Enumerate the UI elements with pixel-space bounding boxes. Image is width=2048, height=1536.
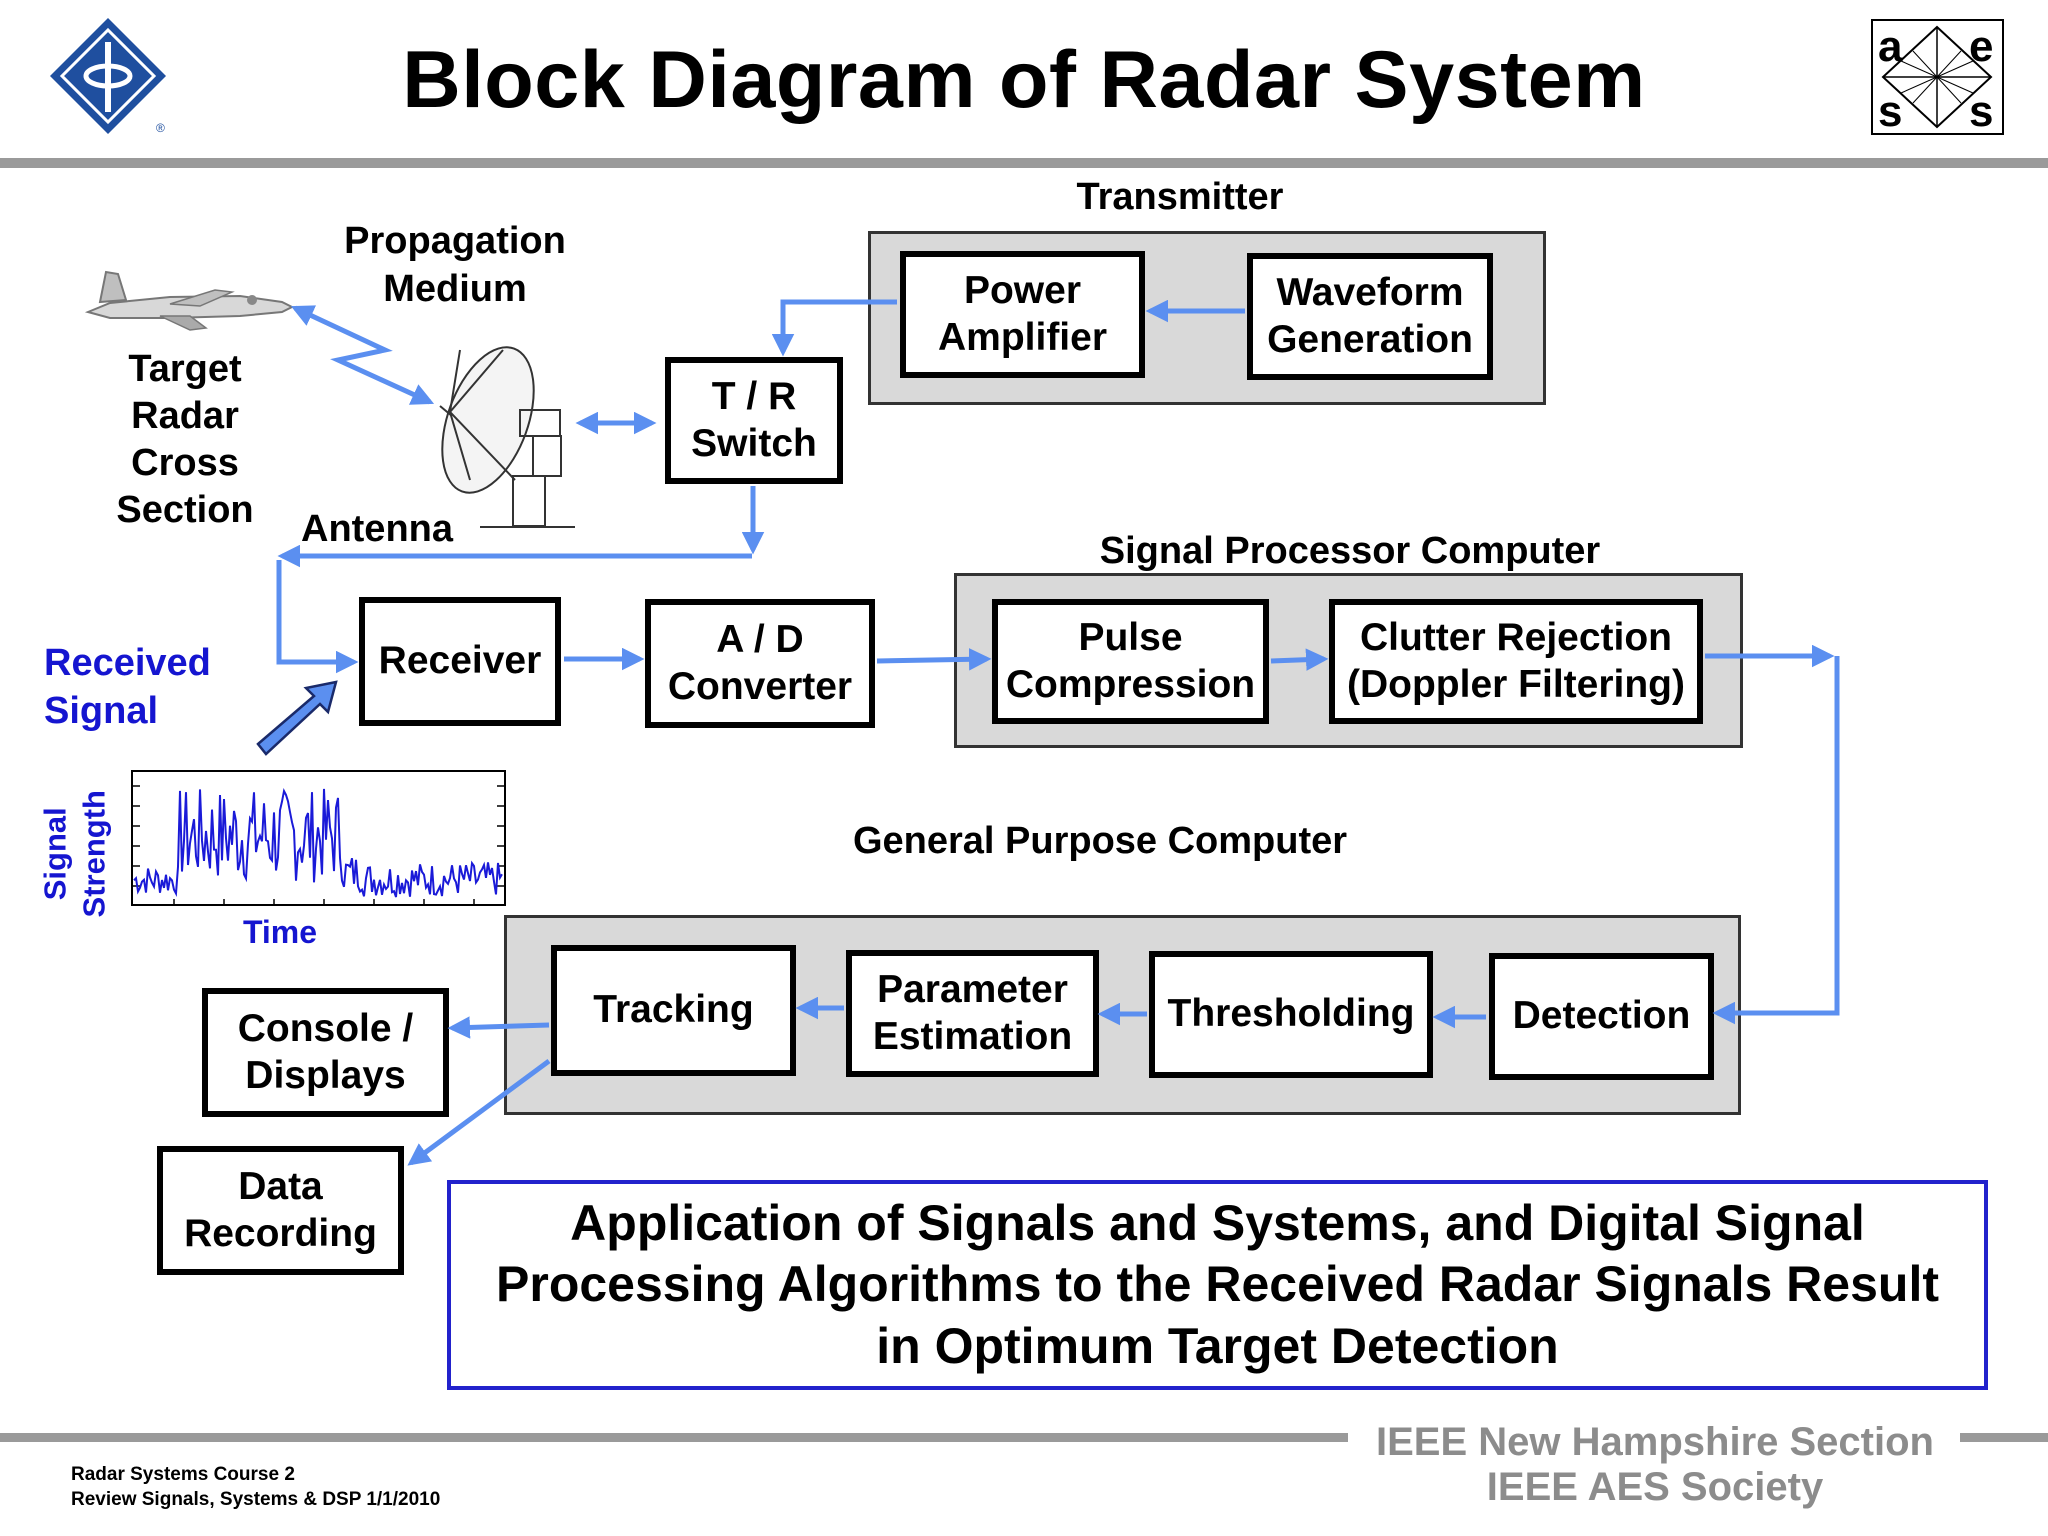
- tracking-block: Tracking: [551, 945, 796, 1076]
- aess-letter-s2: s: [1969, 87, 1993, 133]
- antenna-dish-icon: [439, 346, 575, 528]
- society-footer: IEEE New Hampshire Section IEEE AES Soci…: [1376, 1420, 1934, 1509]
- plot-xlabel: Time: [242, 914, 318, 950]
- ieee-logo: ®: [46, 16, 170, 136]
- parameter-estimation-block: Parameter Estimation: [846, 950, 1099, 1077]
- antenna-label: Antenna: [301, 508, 453, 550]
- received-signal-label: Received Signal: [44, 642, 211, 732]
- aess-logo: a e s s: [1871, 19, 2004, 136]
- receiver-block: Receiver: [359, 597, 561, 726]
- footer-divider-left: [0, 1433, 1348, 1442]
- tr-switch-block: T / R Switch: [665, 357, 843, 484]
- course-footer: Radar Systems Course 2 Review Signals, S…: [71, 1464, 441, 1510]
- aircraft-icon: [84, 270, 295, 331]
- aess-letter-a: a: [1878, 22, 1903, 71]
- thresholding-block: Thresholding: [1149, 951, 1433, 1078]
- aess-letter-s1: s: [1878, 87, 1902, 133]
- general-purpose-label: General Purpose Computer: [852, 820, 1348, 862]
- svg-text:®: ®: [156, 121, 165, 135]
- waveform-generation-block: Waveform Generation: [1247, 253, 1493, 380]
- page-title: Block Diagram of Radar System: [402, 35, 1646, 125]
- target-rcs-label: Target Radar Cross Section: [116, 348, 254, 532]
- signal-plot: [44, 766, 514, 946]
- power-amplifier-block: Power Amplifier: [900, 251, 1145, 378]
- ad-converter-block: A / D Converter: [645, 599, 875, 728]
- transmitter-label: Transmitter: [1076, 176, 1284, 218]
- signal-processor-label: Signal Processor Computer: [1099, 530, 1601, 572]
- pulse-compression-block: Pulse Compression: [992, 599, 1269, 724]
- header-divider: [0, 158, 2048, 168]
- console-displays-block: Console / Displays: [202, 988, 449, 1117]
- detection-block: Detection: [1489, 953, 1714, 1080]
- propagation-medium-label: Propagation Medium: [344, 220, 566, 310]
- aess-letter-e: e: [1969, 22, 1993, 71]
- clutter-rejection-block: Clutter Rejection (Doppler Filtering): [1329, 599, 1703, 724]
- signal-trace: [133, 787, 503, 898]
- summary-message: Application of Signals and Systems, and …: [447, 1180, 1988, 1390]
- received-signal-arrow-icon: [256, 680, 338, 756]
- footer-divider-right: [1960, 1433, 2048, 1442]
- data-recording-block: Data Recording: [157, 1146, 404, 1275]
